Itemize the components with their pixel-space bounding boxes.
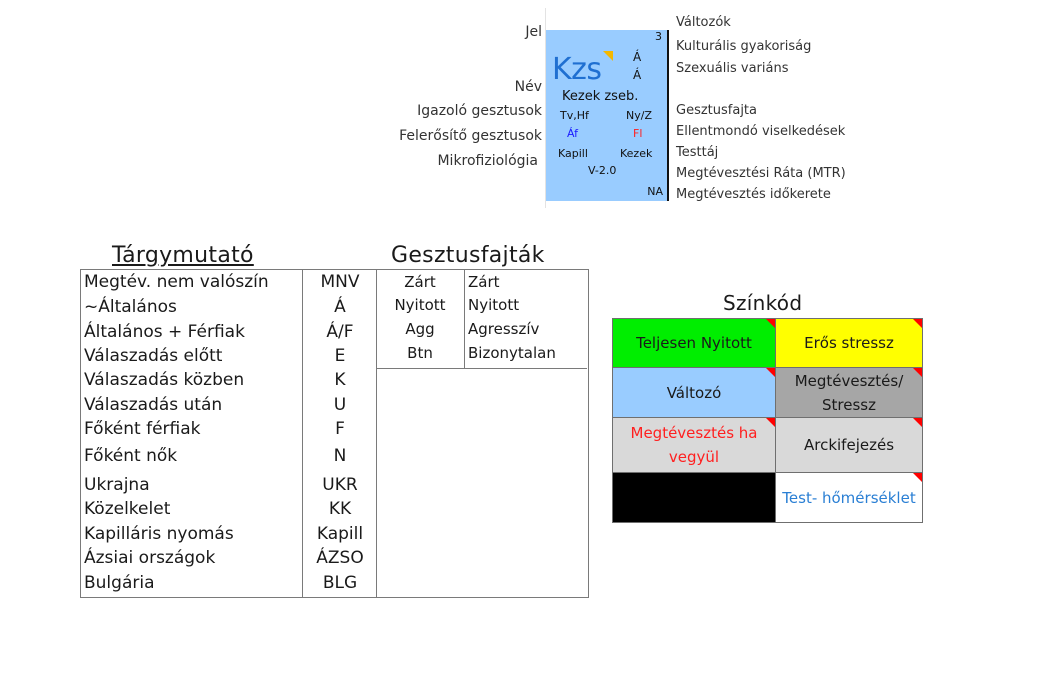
card-body-right: Kezek xyxy=(620,147,653,160)
index-row-label: Válaszadás után xyxy=(84,395,223,415)
comment-marker-icon xyxy=(766,418,775,427)
gesture-table-divider xyxy=(464,270,465,369)
color-code-label: Erős stressz xyxy=(804,334,894,352)
color-code-cell: Teljesen Nyitott xyxy=(612,318,776,368)
card-symbol: Kzs xyxy=(552,52,602,87)
index-row-abbr: U xyxy=(333,395,347,415)
color-code-label: Megtévesztés/ Stressz xyxy=(794,371,904,414)
index-row-abbr: ÁZSO xyxy=(316,548,364,568)
legend-label-valtozok: Változók xyxy=(676,15,731,30)
legend-label-gesztusfajta: Gesztusfajta xyxy=(676,103,757,118)
index-table-title: Tárgymutató xyxy=(112,243,254,268)
legend-label-mtr: Megtévesztési Ráta (MTR) xyxy=(676,166,846,181)
index-row-label: Általános + Férfiak xyxy=(84,322,245,342)
index-row-abbr: MNV xyxy=(320,272,360,292)
color-code-label: Megtévesztés ha vegyül xyxy=(630,424,758,466)
index-row-abbr: Kapill xyxy=(316,524,364,544)
index-row-abbr: Á/F xyxy=(326,322,354,342)
color-code-cell: Változó xyxy=(612,367,776,418)
card-sexual-variant: Á xyxy=(633,68,642,82)
card-cultural-frequency: Á xyxy=(633,50,642,64)
legend-label-idokeret: Megtévesztés időkerete xyxy=(676,187,831,202)
comment-marker-icon xyxy=(766,319,775,328)
gesture-row-abbr: Btn xyxy=(407,344,433,362)
color-code-label: Test- hőmérséklet xyxy=(782,488,916,507)
index-row-abbr: KK xyxy=(328,499,352,519)
index-row-label: Válaszadás közben xyxy=(84,370,245,390)
legend-label-ellentmondo: Ellentmondó viselkedések xyxy=(676,124,846,139)
color-code-label: Teljesen Nyitott xyxy=(636,334,752,352)
index-table-divider xyxy=(302,270,303,597)
color-code-label: Változó xyxy=(666,383,722,402)
gesture-row-label: Agresszív xyxy=(468,320,540,338)
color-code-cell: Megtévesztés ha vegyül xyxy=(612,417,776,473)
legend-label-jel: Jel xyxy=(525,24,542,40)
index-row-label: Kapilláris nyomás xyxy=(84,524,234,544)
comment-marker-icon xyxy=(913,319,922,328)
card-count: 3 xyxy=(655,30,662,43)
index-row-label: Főként nők xyxy=(84,446,178,466)
legend-label-szexualis: Szexuális variáns xyxy=(676,61,789,76)
comment-marker-icon xyxy=(766,368,775,377)
card-gesture-type-left: Tv,Hf xyxy=(560,109,589,122)
color-code-title: Színkód xyxy=(723,291,803,315)
index-row-label: Ukrajna xyxy=(84,475,150,495)
index-row-label: Ázsiai országok xyxy=(84,548,216,568)
color-code-cell: Erős stressz xyxy=(775,318,923,368)
index-row-abbr: E xyxy=(334,346,346,366)
index-row-abbr: K xyxy=(334,370,346,390)
comment-marker-icon xyxy=(913,473,922,482)
index-row-abbr: UKR xyxy=(322,475,358,495)
legend-label-kulturalis: Kulturális gyakoriság xyxy=(676,39,812,54)
card-marker-icon xyxy=(603,51,613,61)
comment-marker-icon xyxy=(913,418,922,427)
legend-label-felerosito: Felerősítő gesztusok xyxy=(399,128,542,144)
legend-label-nev: Név xyxy=(514,79,542,95)
gesture-row-abbr: Nyitott xyxy=(394,296,446,314)
index-row-label: Közelkelet xyxy=(84,499,171,519)
card-timeframe: NA xyxy=(647,185,663,198)
gesture-row-abbr: Agg xyxy=(405,320,435,338)
card-mtr: V-2.0 xyxy=(588,164,617,177)
gesture-table-title: Gesztusfajták xyxy=(391,243,545,268)
index-row-abbr: BLG xyxy=(322,573,358,593)
card-contradict-left: Áf xyxy=(567,127,579,140)
index-row-label: Bulgária xyxy=(84,573,155,593)
index-table: Megtév. nem valószín MNV ~Általános Á Általá… xyxy=(80,269,589,598)
gesture-table-divider xyxy=(376,368,587,369)
card-contradict-right: Fl xyxy=(633,127,643,140)
color-code-cell xyxy=(612,472,776,523)
comment-marker-icon xyxy=(913,368,922,377)
color-code-cell: Test- hőmérséklet xyxy=(775,472,923,523)
gesture-row-abbr: Zárt xyxy=(404,273,436,291)
index-row-label: Főként férfiak xyxy=(84,419,201,439)
index-row-label: Megtév. nem valószín xyxy=(84,272,269,292)
legend-card: 3 Kzs Á Á Kezek zseb. Tv,Hf Ny/Z Áf Fl K… xyxy=(546,30,669,201)
card-body-left: Kapill xyxy=(558,147,588,160)
card-gesture-type-right: Ny/Z xyxy=(626,109,652,122)
index-row-abbr: Á xyxy=(334,297,346,317)
index-table-divider xyxy=(376,270,377,597)
index-row-abbr: F xyxy=(335,419,345,439)
color-code-cell: Arckifejezés xyxy=(775,417,923,473)
color-code-label: Arckifejezés xyxy=(803,436,895,454)
color-code-cell: Megtévesztés/ Stressz xyxy=(775,367,923,418)
index-row-abbr: N xyxy=(333,446,347,466)
legend-divider xyxy=(545,8,546,208)
legend-label-testtaj: Testtáj xyxy=(676,145,719,160)
gesture-row-label: Bizonytalan xyxy=(468,344,556,362)
gesture-row-label: Zárt xyxy=(468,273,500,291)
index-row-label: Válaszadás előtt xyxy=(84,346,223,366)
legend-label-mikrofiziologia: Mikrofiziológia xyxy=(437,153,538,169)
card-name: Kezek zseb. xyxy=(562,89,639,104)
gesture-row-label: Nyitott xyxy=(468,296,520,314)
index-row-label: ~Általános xyxy=(84,297,177,317)
legend-label-igazolo: Igazoló gesztusok xyxy=(417,103,542,119)
